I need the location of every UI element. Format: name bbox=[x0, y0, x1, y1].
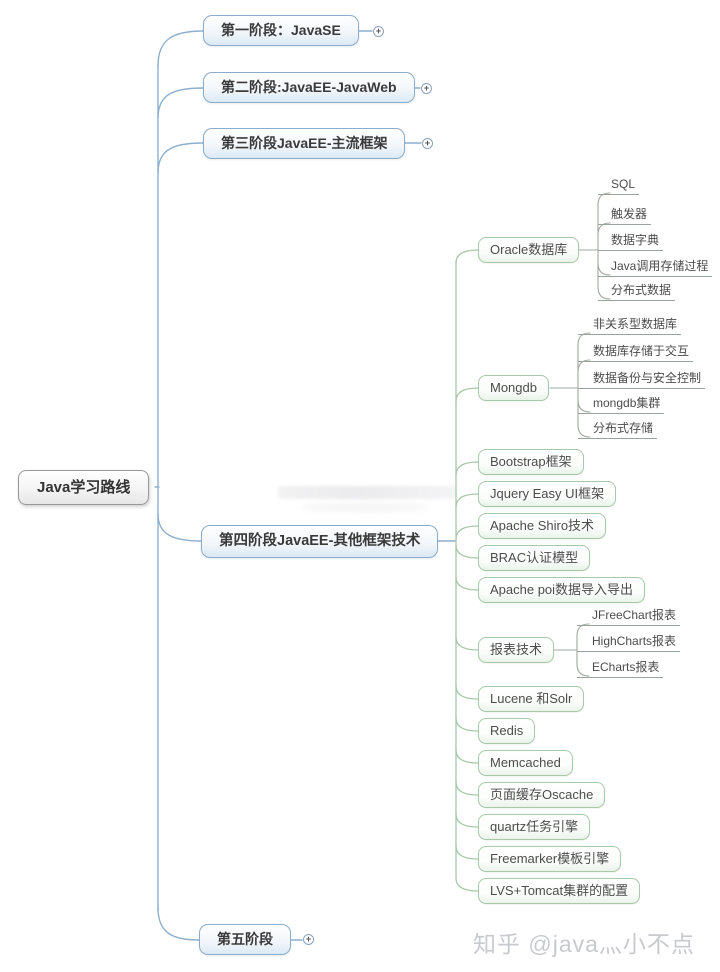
leaf-node-data-dictionary[interactable]: 数据字典 bbox=[598, 232, 664, 251]
topic-node-apache-poi[interactable]: Apache poi数据导入导出 bbox=[478, 577, 646, 603]
leaf-node-jfreechart[interactable]: JFreeChart报表 bbox=[577, 607, 681, 626]
topic-node-quartz[interactable]: quartz任务引擎 bbox=[478, 814, 591, 840]
topic-node-jquery-easyui[interactable]: Jquery Easy UI框架 bbox=[478, 481, 617, 507]
expand-icon[interactable]: + bbox=[303, 934, 314, 945]
stage-node-5[interactable]: 第五阶段 bbox=[199, 924, 291, 955]
topic-node-lucene-solr[interactable]: Lucene 和Solr bbox=[478, 686, 585, 712]
topic-node-freemarker[interactable]: Freemarker模板引擎 bbox=[478, 846, 622, 872]
root-node-java-roadmap[interactable]: Java学习路线 bbox=[18, 470, 150, 505]
leaf-node-distributed-storage[interactable]: 分布式存储 bbox=[578, 420, 658, 439]
stage-node-3[interactable]: 第三阶段JavaEE-主流框架 bbox=[203, 128, 406, 159]
green-branch-lines bbox=[455, 249, 479, 892]
topic-node-memcached[interactable]: Memcached bbox=[478, 750, 573, 776]
topic-node-bootstrap[interactable]: Bootstrap框架 bbox=[478, 449, 584, 475]
topic-node-brac[interactable]: BRAC认证模型 bbox=[478, 545, 591, 571]
leaf-node-storage-interaction[interactable]: 数据库存储于交互 bbox=[578, 343, 694, 362]
leaf-node-mongdb-cluster[interactable]: mongdb集群 bbox=[578, 395, 665, 414]
stage-node-2[interactable]: 第二阶段:JavaEE-JavaWeb bbox=[203, 72, 415, 103]
expand-icon[interactable]: + bbox=[421, 83, 432, 94]
leaf-node-java-stored-procedure[interactable]: Java调用存储过程 bbox=[598, 258, 713, 277]
topic-node-report-tech[interactable]: 报表技术 bbox=[478, 637, 555, 663]
topic-node-apache-shiro[interactable]: Apache Shiro技术 bbox=[478, 513, 607, 539]
stage-node-1[interactable]: 第一阶段：JavaSE bbox=[203, 15, 359, 46]
leaf-node-backup-security[interactable]: 数据备份与安全控制 bbox=[578, 370, 706, 389]
expand-icon[interactable]: + bbox=[373, 26, 384, 37]
topic-node-oscache[interactable]: 页面缓存Oscache bbox=[478, 782, 606, 808]
topic-node-lvs-tomcat[interactable]: LVS+Tomcat集群的配置 bbox=[478, 878, 641, 904]
topic-node-oracle[interactable]: Oracle数据库 bbox=[478, 237, 580, 263]
topic-node-redis[interactable]: Redis bbox=[478, 718, 536, 744]
leaf-node-trigger[interactable]: 触发器 bbox=[598, 206, 652, 225]
leaf-node-nosql[interactable]: 非关系型数据库 bbox=[578, 316, 682, 335]
stage-node-4[interactable]: 第四阶段JavaEE-其他框架技术 bbox=[201, 525, 439, 558]
erased-watermark-smudge bbox=[278, 486, 456, 499]
topic-node-mongdb[interactable]: Mongdb bbox=[478, 375, 549, 401]
leaf-node-sql[interactable]: SQL bbox=[598, 176, 640, 195]
leaf-node-highcharts[interactable]: HighCharts报表 bbox=[577, 633, 681, 652]
erased-watermark-smudge bbox=[300, 503, 430, 512]
leaf-node-echarts[interactable]: ECharts报表 bbox=[577, 659, 664, 678]
blue-branch-lines bbox=[154, 30, 457, 941]
zhihu-watermark: 知乎 @java灬小不点 bbox=[473, 931, 695, 957]
leaf-node-distributed-data[interactable]: 分布式数据 bbox=[598, 282, 676, 301]
leaf-fan-lines bbox=[549, 192, 611, 677]
expand-icon[interactable]: + bbox=[422, 138, 433, 149]
